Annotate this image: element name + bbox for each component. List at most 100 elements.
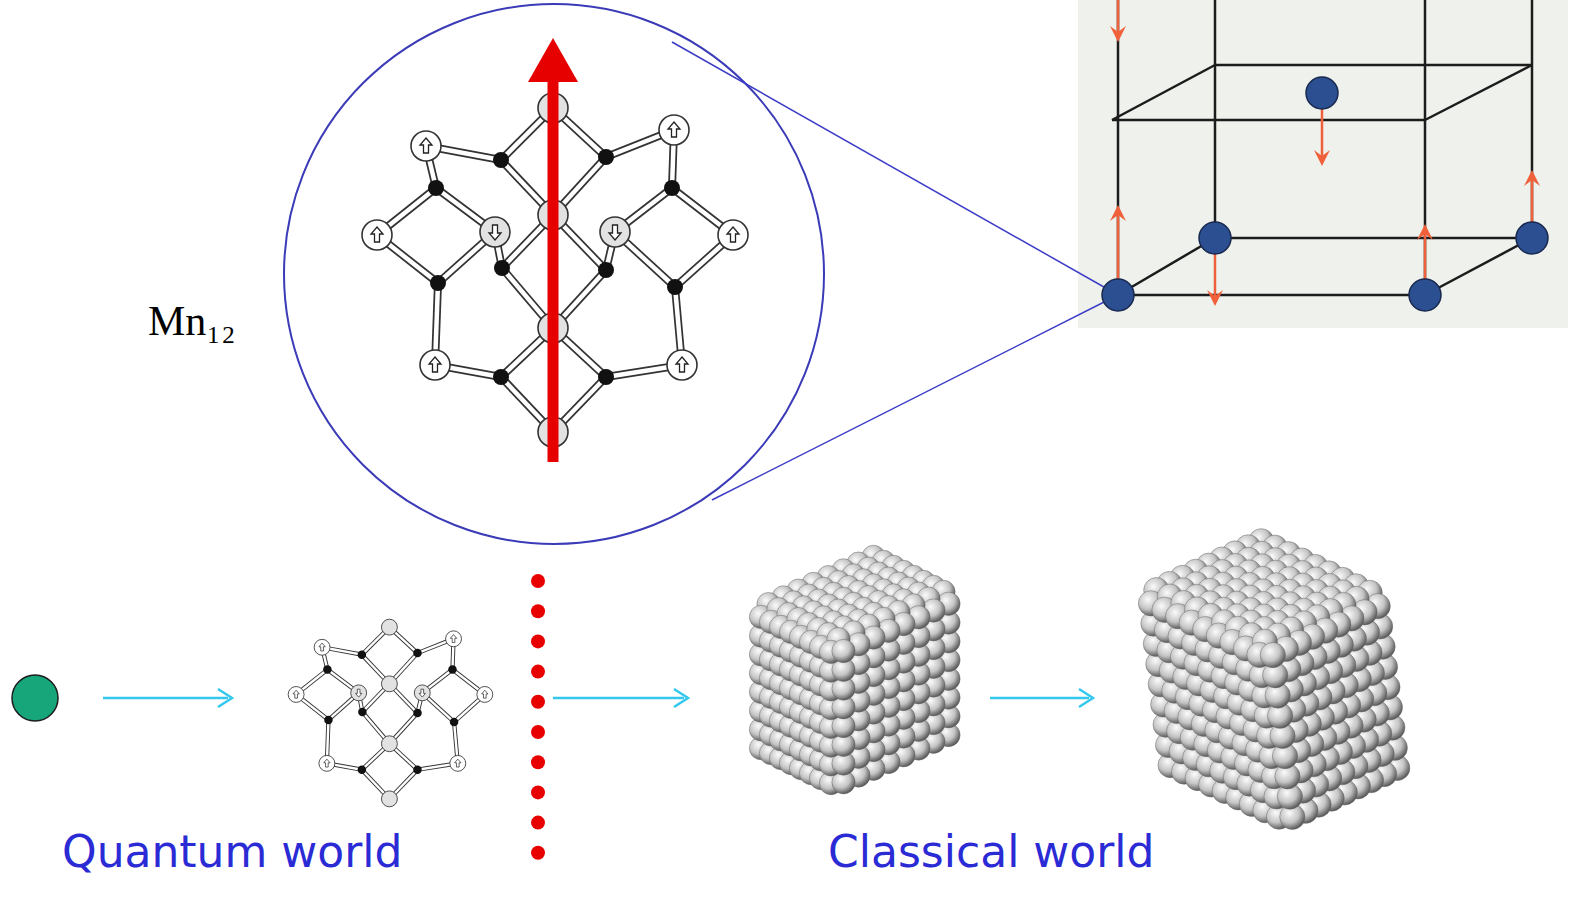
lattice-edge — [1215, 237, 1532, 240]
spin-arrow — [419, 689, 425, 697]
mn-atom — [420, 350, 450, 380]
spin-arrow — [668, 122, 680, 137]
lattice-edge — [1424, 0, 1427, 295]
oxygen-dot — [448, 665, 456, 673]
boundary-dot — [531, 846, 545, 860]
mn-atom — [288, 687, 304, 703]
molecule-name: Mn₁₂ — [148, 300, 236, 342]
zoom-line — [712, 295, 1118, 500]
mn-atom — [314, 639, 330, 655]
mn-atom — [351, 685, 367, 701]
nanoparticle-cube — [1138, 529, 1409, 830]
spin-arrow-shaft — [1117, 215, 1120, 282]
spin-arrow-head — [1524, 170, 1540, 186]
spin-arrow — [420, 138, 432, 153]
mn-atom — [411, 131, 441, 161]
mn-atom — [480, 217, 510, 247]
oxygen-dot — [413, 709, 421, 717]
mn-atom — [381, 736, 397, 752]
single-spin — [12, 675, 58, 721]
oxygen-dot — [323, 665, 331, 673]
progress-arrow — [103, 697, 228, 700]
lattice-molecule — [1306, 77, 1338, 109]
oxygen-dot — [430, 275, 446, 291]
spin-arrow — [319, 643, 325, 651]
oxygen-dot — [664, 180, 680, 196]
oxygen-dot — [358, 765, 366, 773]
mn-atom — [659, 115, 689, 145]
spin-arrow-shaft — [1214, 250, 1217, 296]
mn-atom — [600, 217, 630, 247]
boundary-dot — [531, 604, 545, 618]
spin-arrow — [676, 357, 688, 372]
mn-atom — [319, 755, 335, 771]
lattice-edge — [1118, 294, 1425, 297]
spin-arrow — [609, 225, 621, 240]
spin-arrow — [489, 225, 501, 240]
progress-arrow-head — [674, 689, 688, 707]
oxygen-dot — [450, 718, 458, 726]
lattice-molecule — [1199, 222, 1231, 254]
spin-arrow-head — [1207, 290, 1223, 306]
mn-atom — [446, 631, 462, 647]
spin-arrow-shaft — [1321, 108, 1324, 156]
moment-arrow-head — [528, 38, 578, 82]
spin-arrow — [324, 759, 330, 767]
spin-arrow-head — [1110, 205, 1126, 221]
regime-label: Classical world — [828, 830, 1155, 874]
mn-atom — [477, 687, 493, 703]
mn-atom — [381, 619, 397, 635]
spin-arrow-head — [1417, 224, 1433, 240]
lattice-edge — [1425, 65, 1532, 120]
oxygen-dot — [428, 180, 444, 196]
spin-arrow — [371, 227, 383, 242]
nanoparticle-cube — [749, 545, 960, 795]
lattice-edge — [1531, 0, 1534, 238]
oxygen-dot — [324, 716, 332, 724]
progress-arrow-head — [218, 689, 232, 707]
spin-arrow-head — [1110, 26, 1126, 42]
mn-atom — [718, 220, 748, 250]
inset-background — [1078, 0, 1568, 328]
lattice-edge — [1112, 119, 1425, 122]
boundary-dot — [531, 695, 545, 709]
spin-arrow — [355, 689, 361, 697]
atom-sphere — [832, 639, 855, 662]
mn-atom — [381, 791, 397, 807]
spin-arrow-shaft — [1531, 180, 1534, 224]
oxygen-dot — [413, 765, 421, 773]
spin-arrow — [482, 690, 488, 698]
oxygen-dot — [494, 260, 510, 276]
oxygen-dot — [598, 262, 614, 278]
oxygen-dot — [493, 369, 509, 385]
mn-atom — [450, 755, 466, 771]
label-holder: Mn₁₂ — [148, 300, 236, 342]
spin-arrow — [450, 635, 456, 643]
progress-arrow — [990, 697, 1089, 700]
spin-arrow-shaft — [1424, 234, 1427, 282]
oxygen-dot — [598, 149, 614, 165]
oxygen-dot — [413, 649, 421, 657]
boundary-dot — [531, 755, 545, 769]
moment-arrow-shaft — [548, 78, 559, 462]
boundary-dot — [531, 634, 545, 648]
boundary-dot — [531, 665, 545, 679]
spin-arrow — [727, 227, 739, 242]
label-holder: Quantum world — [62, 830, 403, 874]
label-holder: Classical world — [828, 830, 1155, 874]
lattice-edge — [1112, 65, 1215, 120]
boundary-dot — [531, 725, 545, 739]
zoom-line — [672, 42, 1118, 295]
spin-arrow — [455, 759, 461, 767]
oxygen-dot — [358, 708, 366, 716]
lattice-molecule — [1409, 279, 1441, 311]
lattice-molecule — [1516, 222, 1548, 254]
lattice-edge — [1425, 238, 1532, 295]
lattice-edge — [1215, 64, 1532, 67]
mn-atom — [381, 676, 397, 692]
lattice-edge — [1117, 0, 1120, 295]
oxygen-dot — [493, 152, 509, 168]
spin-arrow — [429, 357, 441, 372]
